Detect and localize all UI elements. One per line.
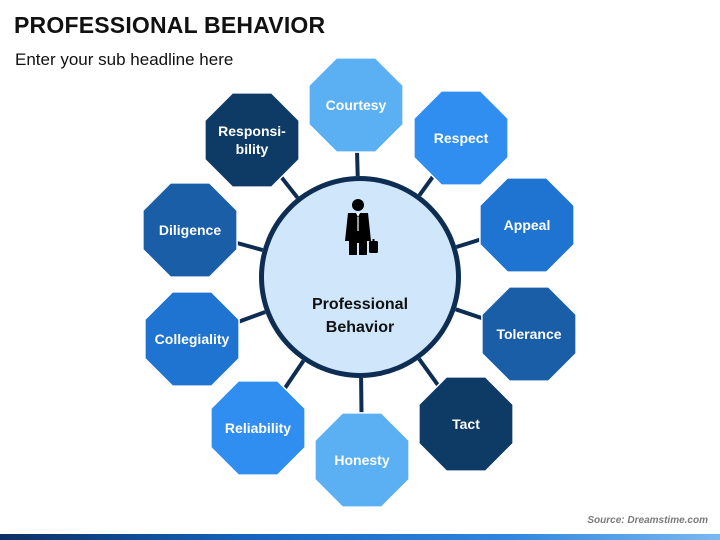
octagon-shape	[413, 90, 509, 186]
connector-diligence	[232, 240, 264, 253]
hub-fill	[264, 181, 456, 373]
behavior-nodes: CourtesyRespectAppealToleranceTactHonest…	[142, 57, 577, 508]
connector-courtesy	[355, 149, 360, 177]
node-responsibility: Responsi-bility	[204, 92, 300, 188]
node-label-appeal: Appeal	[504, 217, 551, 233]
octagon-shape	[479, 177, 575, 273]
octagon-shape	[142, 182, 238, 278]
octagon-shape	[210, 380, 306, 476]
center-label: Behavior	[326, 319, 394, 336]
octagon-shape	[314, 412, 410, 508]
node-reliability: Reliability	[210, 380, 306, 476]
octagon-shape	[418, 376, 514, 472]
node-label-respect: Respect	[434, 130, 489, 146]
connector-tact	[417, 357, 442, 389]
node-label-tolerance: Tolerance	[496, 326, 561, 342]
node-courtesy: Courtesy	[308, 57, 404, 153]
node-label-responsibility: Responsi-	[218, 123, 286, 139]
node-label-responsibility: bility	[236, 141, 269, 157]
node-label-tact: Tact	[452, 416, 480, 432]
node-label-courtesy: Courtesy	[326, 97, 387, 113]
node-collegiality: Collegiality	[144, 291, 240, 387]
node-label-honesty: Honesty	[334, 452, 389, 468]
node-diligence: Diligence	[142, 182, 238, 278]
footer-bar	[0, 534, 720, 540]
node-respect: Respect	[413, 90, 509, 186]
connector-responsibility	[278, 174, 300, 199]
center-label: Professional	[312, 296, 408, 313]
node-appeal: Appeal	[479, 177, 575, 273]
page-title: PROFESSIONAL BEHAVIOR	[14, 12, 326, 38]
node-tact: Tact	[418, 376, 514, 472]
octagon-shape	[144, 291, 240, 387]
octagon-shape	[204, 92, 300, 188]
node-label-reliability: Reliability	[225, 420, 291, 436]
octagon-shape	[308, 57, 404, 153]
octagon-shape	[481, 286, 577, 382]
node-label-collegiality: Collegiality	[155, 331, 230, 347]
connector-reliability	[281, 359, 306, 392]
connector-respect	[417, 173, 437, 197]
node-tolerance: Tolerance	[481, 286, 577, 382]
source-note: Source: Dreamstime.com	[587, 515, 708, 526]
businessman-icon	[345, 199, 378, 255]
node-honesty: Honesty	[314, 412, 410, 508]
page-subtitle: Enter your sub headline here	[15, 50, 234, 69]
node-label-diligence: Diligence	[159, 222, 221, 238]
